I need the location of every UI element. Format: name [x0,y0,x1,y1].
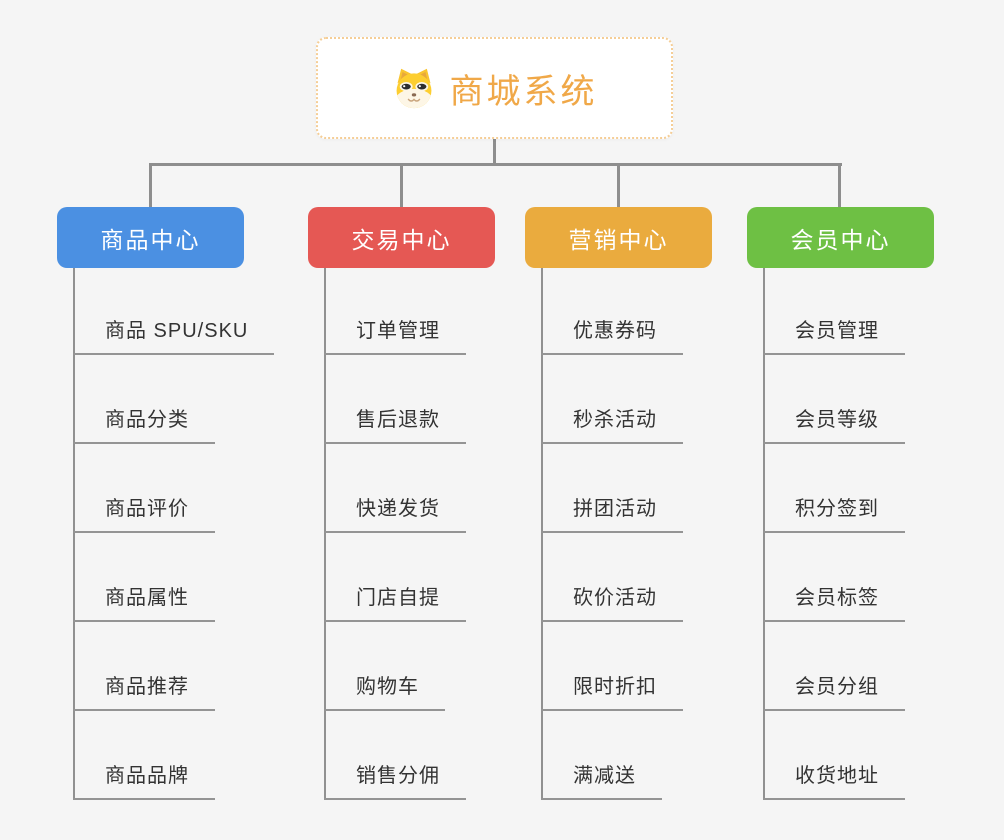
branch-node-product-center[interactable]: 商品中心 [57,207,244,268]
leaf-node[interactable]: 快递发货 [324,493,466,533]
leaf-node[interactable]: 优惠券码 [541,315,683,355]
leaf-node[interactable]: 会员标签 [763,582,905,622]
root-title: 商城系统 [449,72,598,111]
leaf-node[interactable]: 限时折扣 [541,671,683,711]
leaf-node[interactable]: 商品属性 [73,582,215,622]
leaf-node[interactable]: 拼团活动 [541,493,683,533]
leaf-node[interactable]: 订单管理 [324,315,466,355]
connector-drop [617,163,620,207]
leaf-node[interactable]: 商品 SPU/SKU [73,315,275,355]
leaf-node[interactable]: 砍价活动 [541,582,683,622]
dog-face-icon [396,68,431,109]
leaf-node[interactable]: 售后退款 [324,404,466,444]
leaf-node[interactable]: 会员分组 [763,671,905,711]
branch-label: 商品中心 [100,226,201,253]
leaf-node[interactable]: 购物车 [324,671,445,711]
trunk-line [324,268,326,800]
leaf-node[interactable]: 积分签到 [763,493,905,533]
connector-root-stem [493,139,496,166]
connector-drop [400,163,403,207]
branch-label: 会员中心 [790,226,891,253]
leaf-node[interactable]: 商品推荐 [73,671,215,711]
leaf-node[interactable]: 会员管理 [763,315,905,355]
leaf-node[interactable]: 秒杀活动 [541,404,683,444]
leaf-node[interactable]: 商品品牌 [73,760,215,800]
branch-node-marketing-center[interactable]: 营销中心 [525,207,712,268]
trunk-line [73,268,75,800]
leaf-node[interactable]: 满减送 [541,760,662,800]
leaf-node[interactable]: 销售分佣 [324,760,466,800]
trunk-line [763,268,765,800]
branch-node-trade-center[interactable]: 交易中心 [308,207,495,268]
branch-node-member-center[interactable]: 会员中心 [747,207,934,268]
connector-drop [149,163,152,207]
leaf-node[interactable]: 收货地址 [763,760,905,800]
leaf-node[interactable]: 会员等级 [763,404,905,444]
branch-label: 营销中心 [568,226,669,253]
root-node[interactable]: 商城系统 [316,37,673,139]
leaf-node[interactable]: 商品评价 [73,493,215,533]
leaf-node[interactable]: 商品分类 [73,404,215,444]
connector-drop [838,163,841,207]
branch-label: 交易中心 [351,226,452,253]
leaf-node[interactable]: 门店自提 [324,582,466,622]
trunk-line [541,268,543,800]
connector-horizontal-bar [149,163,842,166]
